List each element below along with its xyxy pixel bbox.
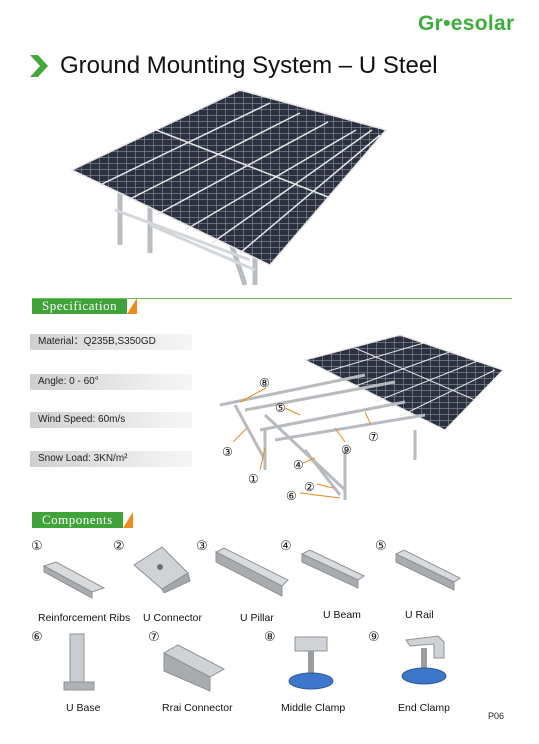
rail-connector-image bbox=[162, 644, 226, 692]
middle-clamp-image bbox=[288, 636, 334, 690]
hero-solar-array-image bbox=[70, 89, 388, 286]
component-label: Middle Clamp bbox=[281, 702, 346, 714]
u-connector-image bbox=[133, 546, 191, 593]
callout-5: ⑤ bbox=[275, 401, 286, 415]
component-label: U Pillar bbox=[240, 612, 274, 624]
component-label: U Rail bbox=[405, 609, 434, 621]
section-accent-triangle bbox=[122, 512, 133, 528]
component-number: ⑦ bbox=[148, 629, 160, 644]
u-rail-image bbox=[394, 549, 461, 591]
component-number: ② bbox=[113, 538, 125, 553]
callout-3: ③ bbox=[222, 445, 233, 459]
page-title: Ground Mounting System – U Steel bbox=[60, 52, 438, 79]
section-divider bbox=[32, 298, 512, 299]
structure-diagram bbox=[219, 334, 505, 500]
component-number: ⑥ bbox=[31, 629, 43, 644]
specification-section-header: Specification bbox=[32, 298, 138, 314]
reinforcement-ribs-image bbox=[42, 561, 106, 599]
spec-material: Material：Q235B,S350GD bbox=[30, 334, 192, 350]
component-number: ⑨ bbox=[368, 629, 380, 644]
callout-4: ④ bbox=[293, 458, 304, 472]
callout-1: ① bbox=[248, 472, 259, 486]
component-number: ③ bbox=[196, 538, 208, 553]
component-label: U Base bbox=[66, 702, 101, 714]
component-label: U Beam bbox=[323, 609, 361, 621]
spec-wind-speed: Wind Speed: 60m/s bbox=[30, 412, 192, 428]
callout-7: ⑦ bbox=[368, 430, 379, 444]
chevron-right-icon bbox=[30, 55, 48, 77]
component-label: Reinforcement Ribs bbox=[38, 612, 131, 624]
component-label: U Connector bbox=[143, 612, 202, 624]
components-heading: Components bbox=[32, 512, 123, 528]
specification-heading: Specification bbox=[32, 298, 128, 314]
brand-logo: Gr•esolar bbox=[418, 12, 515, 35]
component-label: End Clamp bbox=[398, 702, 450, 714]
components-section-header: Components bbox=[32, 512, 133, 528]
u-base-image bbox=[63, 633, 95, 691]
component-number: ⑤ bbox=[375, 538, 387, 553]
component-number: ① bbox=[31, 538, 43, 553]
u-beam-image bbox=[300, 549, 366, 589]
page-title-row: Ground Mounting System – U Steel bbox=[30, 52, 438, 80]
section-accent-triangle bbox=[127, 298, 138, 314]
callout-8: ⑧ bbox=[259, 376, 270, 390]
spec-angle: Angle: 0 - 60° bbox=[30, 374, 192, 390]
callout-2: ② bbox=[304, 480, 315, 494]
spec-snow-load: Snow Load: 3KN/m² bbox=[30, 451, 192, 467]
callout-9: ⑨ bbox=[341, 443, 352, 457]
component-label: Rrai Connector bbox=[162, 702, 233, 714]
u-pillar-image bbox=[214, 547, 289, 597]
end-clamp-image bbox=[401, 635, 447, 685]
component-number: ④ bbox=[280, 538, 292, 553]
page-number: P06 bbox=[488, 711, 505, 721]
callout-6: ⑥ bbox=[286, 489, 297, 503]
component-number: ⑧ bbox=[264, 629, 276, 644]
